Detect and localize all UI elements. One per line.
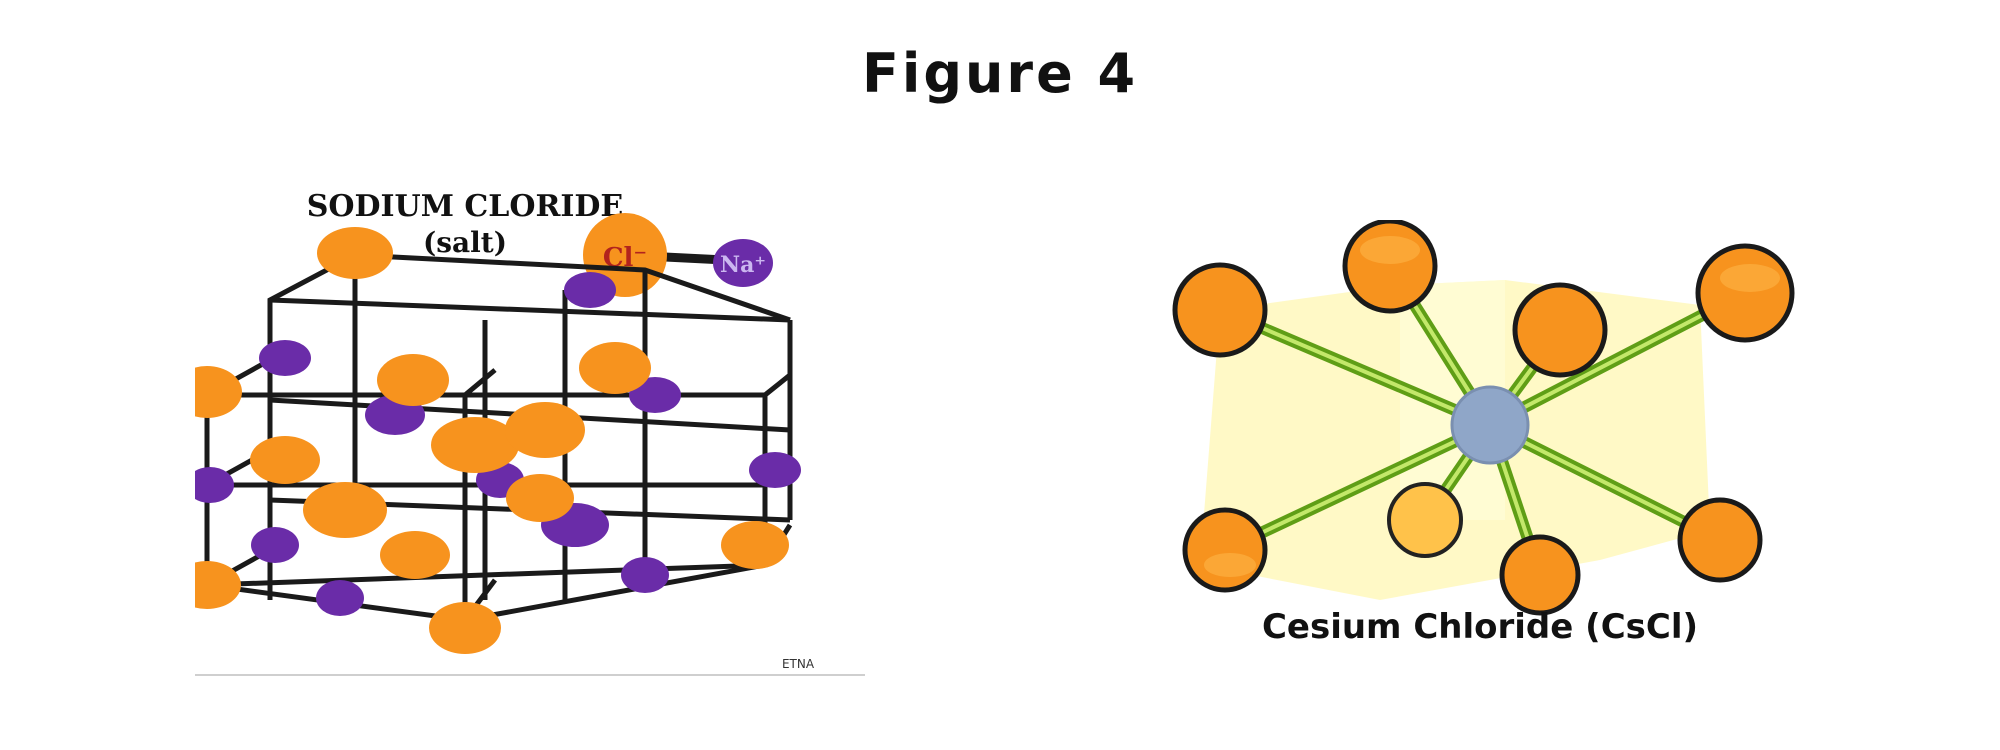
nacl-subtitle: (salt)	[423, 226, 507, 259]
sodium-chloride-diagram: SODIUM CLORIDE (salt) Cl⁻ Na⁺	[195, 189, 865, 676]
cesium-ion	[1450, 385, 1530, 465]
cesium-chloride-diagram: Cesium Chloride (CsCl)	[1172, 220, 1795, 647]
figure-title: Figure 4	[861, 42, 1139, 105]
ion-highlights	[1204, 236, 1780, 577]
cscl-caption: Cesium Chloride (CsCl)	[1262, 607, 1698, 647]
watermark: ETNA	[782, 657, 815, 671]
nacl-title: SODIUM CLORIDE	[307, 189, 624, 224]
chloride-ions	[195, 227, 789, 654]
legend-na-label: Na⁺	[720, 252, 766, 278]
legend-na-ion	[713, 239, 773, 287]
back-chloride-ions	[1387, 482, 1463, 558]
